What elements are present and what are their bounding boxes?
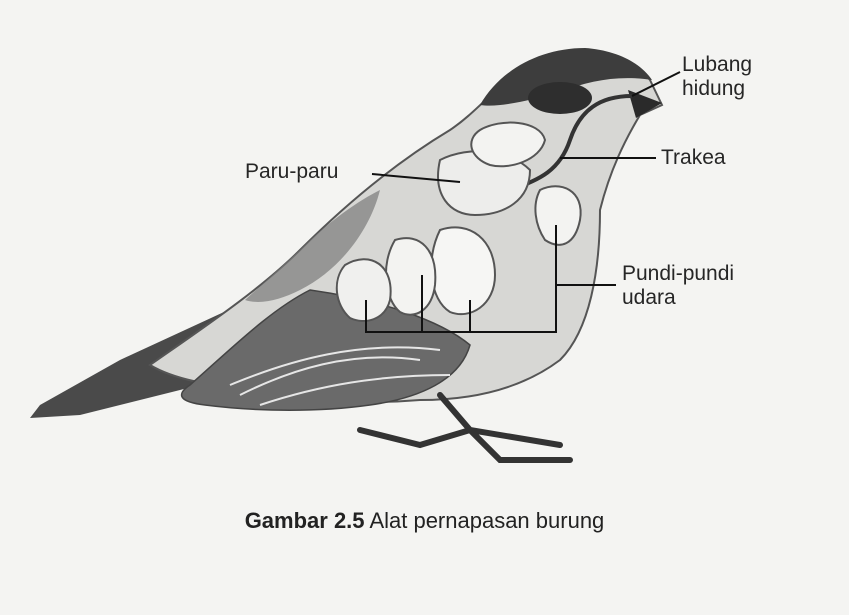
lungs-label: Paru-paru	[245, 160, 338, 184]
air-sacs-label-line1: Pundi-pundi	[622, 262, 734, 286]
nostril-label: Lubang hidung	[682, 53, 752, 101]
air-sac-2	[535, 186, 580, 245]
nostril-label-line2: hidung	[682, 77, 752, 101]
air-sac-5	[337, 259, 391, 321]
bird-eye-patch	[528, 82, 592, 114]
figure-number: Gambar 2.5	[245, 508, 365, 533]
figure-caption: Gambar 2.5 Alat pernapasan burung	[0, 508, 849, 534]
caption-text: Alat pernapasan burung	[369, 508, 604, 533]
air-sacs-label-line2: udara	[622, 286, 734, 310]
bird-illustration	[30, 48, 662, 460]
nostril-label-line1: Lubang	[682, 53, 752, 77]
trachea-label: Trakea	[661, 146, 726, 170]
air-sacs-label: Pundi-pundi udara	[622, 262, 734, 310]
bird-legs	[360, 395, 570, 460]
air-sac-4	[386, 238, 435, 315]
